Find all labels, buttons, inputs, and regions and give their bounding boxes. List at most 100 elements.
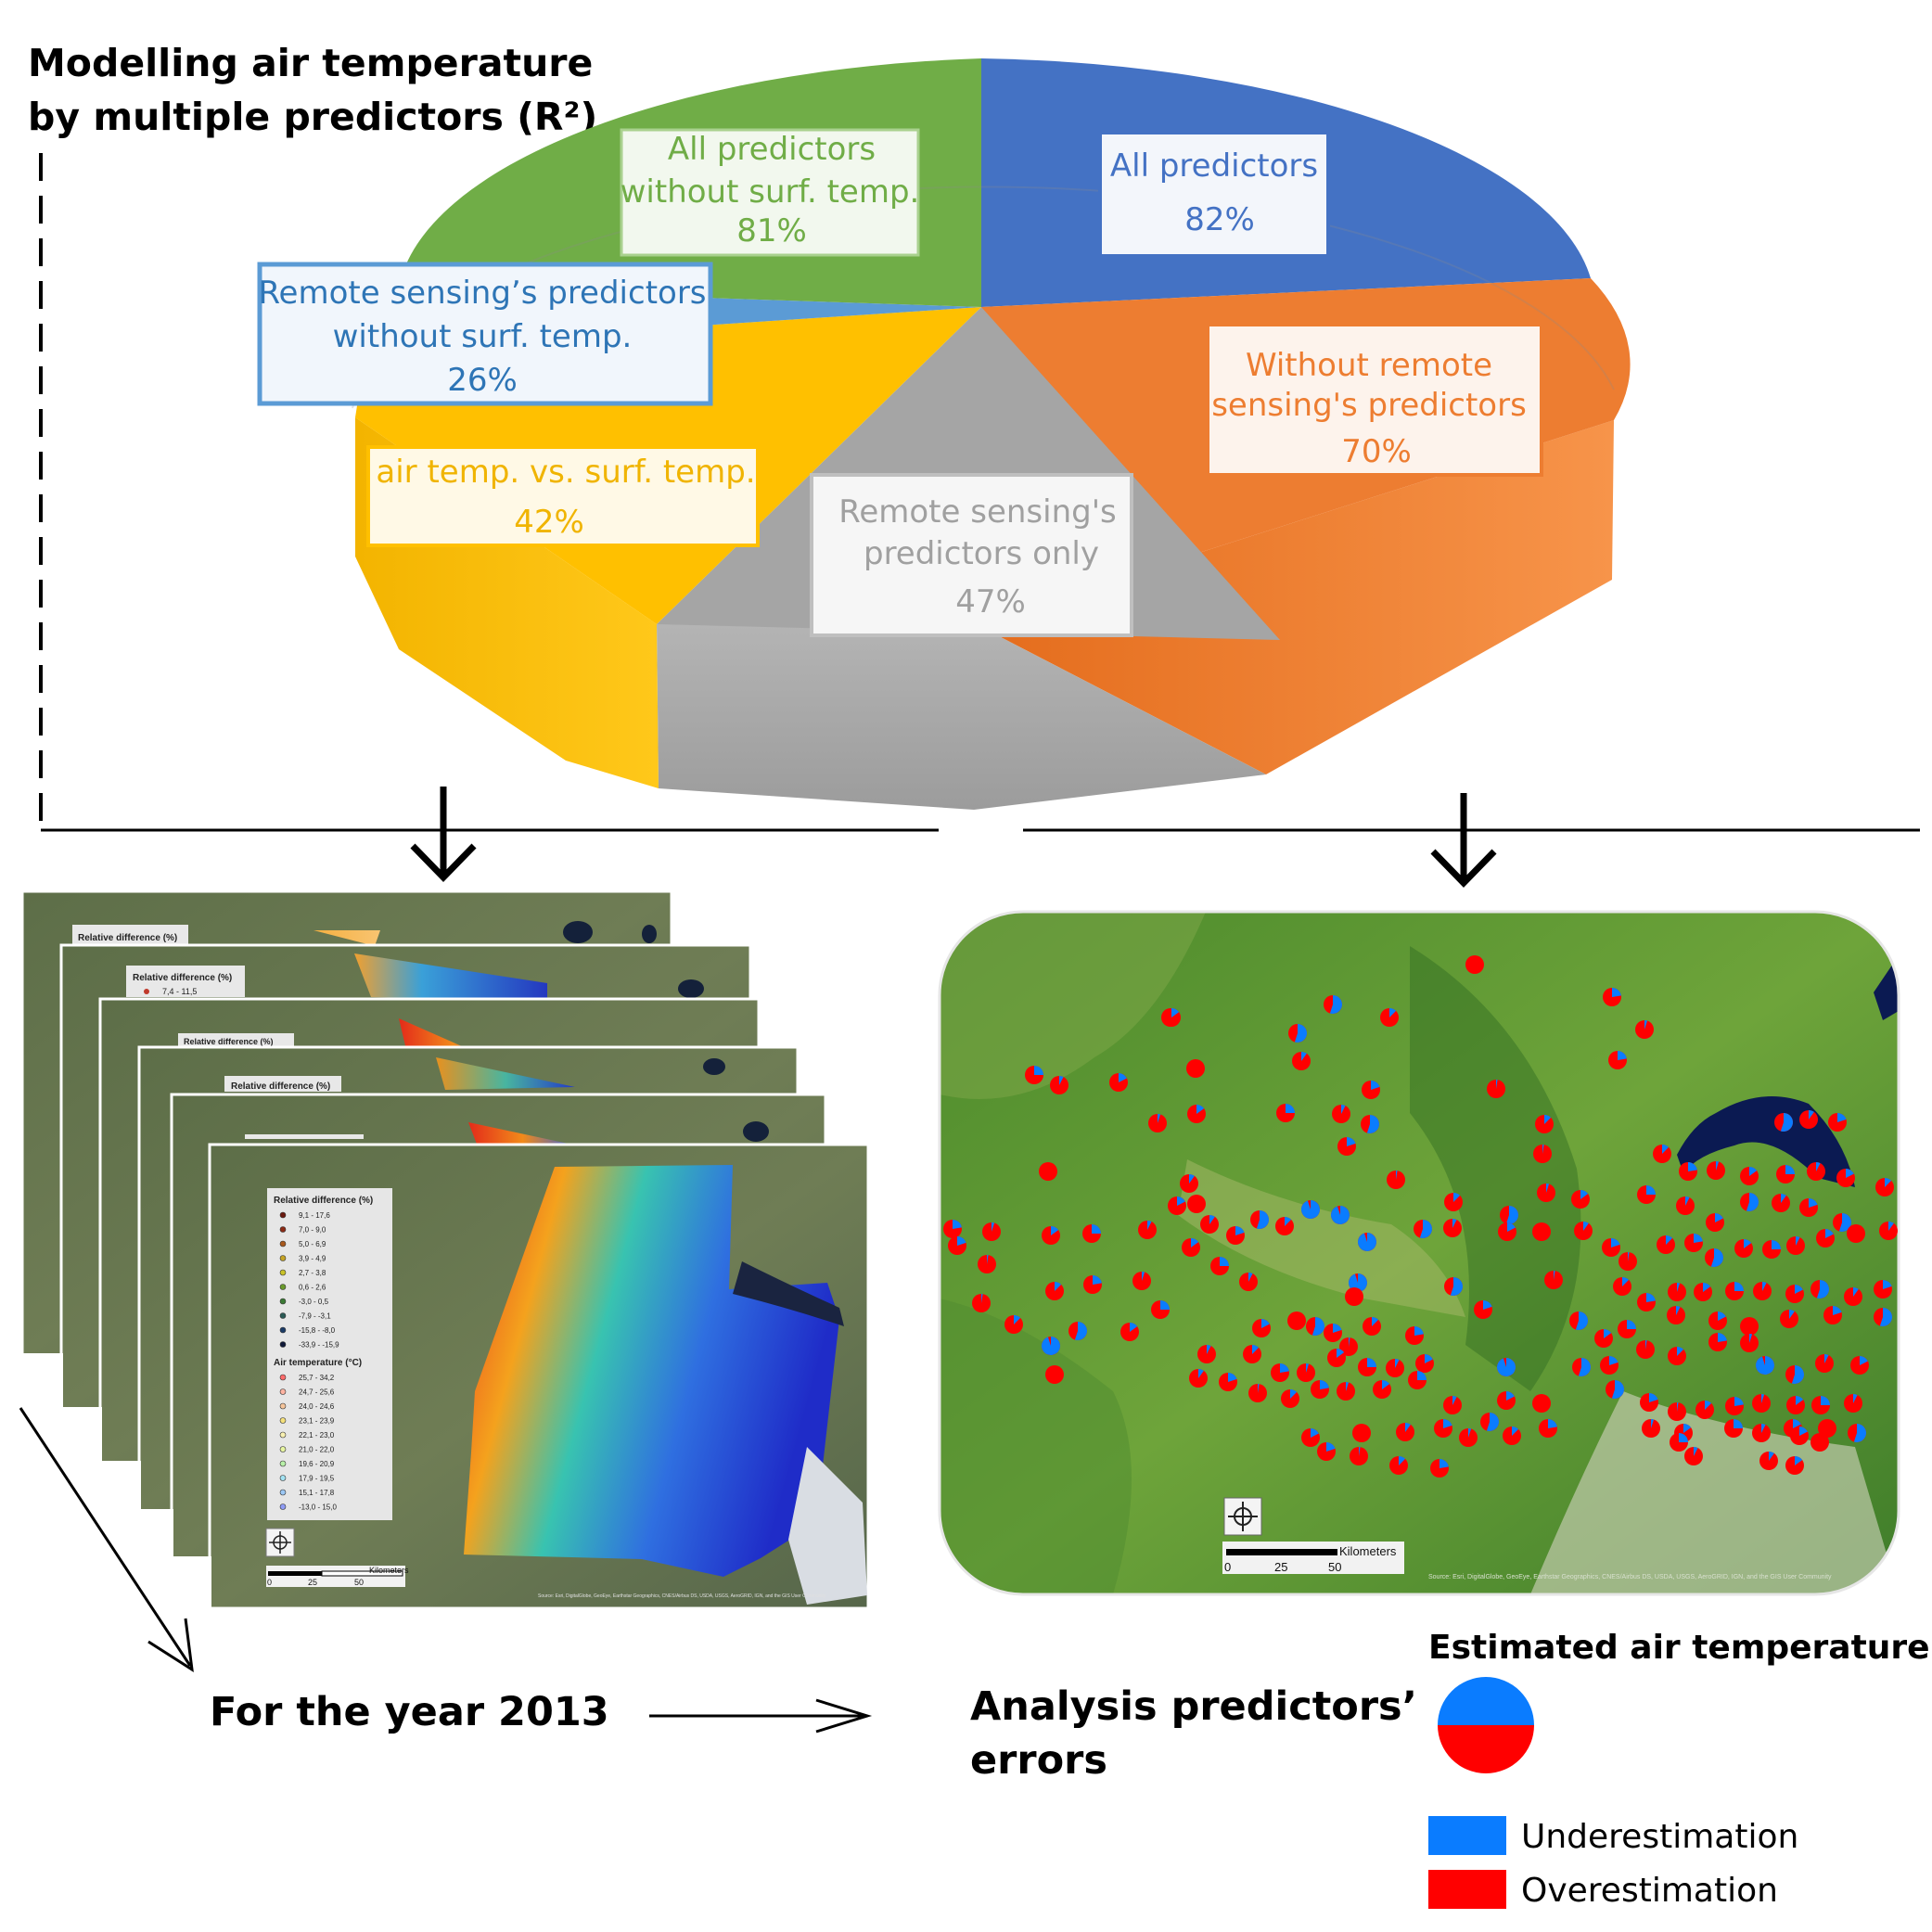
station-marker xyxy=(1045,1365,1064,1384)
station-marker-underestimation xyxy=(1443,1419,1452,1428)
station-map-scale-tick-25: 25 xyxy=(1274,1560,1287,1574)
terrain-patch-1 xyxy=(940,912,1206,1099)
lake-neuchatel xyxy=(1874,955,1899,1020)
station-marker-underestimation xyxy=(1809,1110,1814,1120)
legend-under-label: Underestimation xyxy=(1521,1818,1798,1856)
relative-difference-class-label: 3,9 - 4,9 xyxy=(299,1255,326,1263)
station-marker-underestimation xyxy=(1453,1193,1461,1202)
station-marker-underestimation xyxy=(1762,1282,1767,1291)
pie-side-grey xyxy=(657,624,1266,810)
map-front-legend-title2: Air temperature (°C) xyxy=(274,1358,362,1368)
station-marker-underestimation xyxy=(1756,1356,1775,1375)
relative-difference-class-dot xyxy=(279,1255,287,1261)
station-map-scale-tick-50: 50 xyxy=(1328,1560,1341,1574)
station-marker-underestimation xyxy=(1496,1080,1498,1089)
down-arrow-left xyxy=(410,787,477,883)
station-marker-underestimation xyxy=(1286,1104,1295,1113)
map-sheet-1-legend-title: Relative difference (%) xyxy=(78,933,177,943)
station-marker-underestimation xyxy=(1679,1433,1688,1442)
map-front-lake xyxy=(733,1261,844,1326)
map-sheet-1-lake xyxy=(563,921,593,943)
analysis-label-line1: Analysis predictors’ xyxy=(970,1683,1417,1730)
station-map-scale-tick-0: 0 xyxy=(1224,1560,1231,1574)
station-marker-underestimation xyxy=(1578,1358,1592,1377)
station-marker-underestimation xyxy=(1666,1235,1673,1245)
map-front-alps xyxy=(788,1447,867,1605)
map-front-scale-tick-0: 0 xyxy=(267,1578,272,1587)
station-marker-underestimation xyxy=(1348,1273,1367,1292)
station-marker-underestimation xyxy=(1483,1300,1492,1310)
station-marker-underestimation xyxy=(1330,1206,1350,1224)
relative-difference-class-label: 9,1 - 17,6 xyxy=(299,1211,330,1220)
station-marker-underestimation xyxy=(1795,1285,1803,1294)
error-legend: Estimated air temperature Underestimatio… xyxy=(1428,1629,1930,1910)
station-marker-underestimation xyxy=(1142,1272,1145,1281)
station-marker-underestimation xyxy=(1799,1427,1808,1436)
map-front-legend-items1: 9,1 - 17,67,0 - 9,05,0 - 6,93,9 - 4,92,7… xyxy=(279,1211,339,1350)
station-marker-underestimation xyxy=(1256,1210,1269,1229)
station-marker-underestimation xyxy=(1507,1222,1516,1232)
station-marker xyxy=(1740,1317,1759,1336)
map-front-scale-tick-25: 25 xyxy=(308,1578,317,1587)
station-marker-underestimation xyxy=(1372,1317,1379,1326)
station-marker-underestimation xyxy=(1452,1219,1457,1228)
map-sheet-1-wedge xyxy=(313,930,380,946)
station-marker-underestimation xyxy=(981,1294,983,1303)
station-marker-underestimation xyxy=(1544,1115,1552,1124)
station-marker-underestimation xyxy=(1349,1337,1350,1347)
station-marker-underestimation xyxy=(1618,1051,1627,1060)
relative-difference-class-label: 0,6 - 2,6 xyxy=(299,1284,326,1292)
station-marker-underestimation xyxy=(1677,1402,1679,1412)
station-marker-underestimation xyxy=(1604,1328,1612,1338)
map-sheet-4-lake xyxy=(703,1058,725,1075)
station-marker-underestimation xyxy=(1718,1311,1726,1321)
station-map-north-arrow-icon xyxy=(1223,1497,1262,1536)
station-marker-underestimation xyxy=(1580,1190,1589,1199)
station-marker-underestimation xyxy=(1718,1333,1727,1342)
station-marker-underestimation xyxy=(1074,1322,1087,1340)
station-marker-underestimation xyxy=(1396,1171,1398,1180)
station-marker-underestimation xyxy=(1749,1334,1753,1343)
station-marker-underestimation xyxy=(1860,1356,1868,1365)
label-without-remote: Without remote sensing's predictors 70% xyxy=(1206,323,1543,477)
diagonal-arrow xyxy=(19,1407,194,1672)
station-marker-underestimation xyxy=(1389,1008,1397,1017)
station-map: Kilometers 0 25 50 Source: Esri, Digital… xyxy=(938,910,1900,1596)
air-temperature-class-label: 21,0 - 22,0 xyxy=(299,1446,335,1454)
pie-side-orange xyxy=(976,420,1614,774)
station-marker-underestimation xyxy=(1329,995,1342,1014)
air-temperature-class-label: 24,7 - 25,6 xyxy=(299,1388,335,1397)
station-marker-underestimation xyxy=(1734,1282,1744,1291)
terrain-patch-2 xyxy=(1410,946,1581,1391)
station-marker-underestimation xyxy=(1744,1239,1752,1248)
station-marker-underestimation xyxy=(1651,1419,1655,1428)
station-marker-underestimation xyxy=(1382,1380,1390,1389)
station-marker-underestimation xyxy=(1228,1373,1237,1382)
legend-over-swatch xyxy=(1428,1870,1506,1909)
station-marker-underestimation xyxy=(1290,1389,1298,1399)
station-marker-underestimation xyxy=(1628,1252,1630,1261)
station-marker-underestimation xyxy=(1366,1115,1379,1134)
station-marker-underestimation xyxy=(1191,1238,1199,1247)
station-marker xyxy=(1345,1287,1363,1306)
relative-difference-class-dot xyxy=(279,1240,287,1247)
station-marker xyxy=(1847,1224,1865,1243)
analysis-label-line2: errors xyxy=(970,1737,1107,1784)
map-sheet-5-lake xyxy=(743,1121,769,1142)
air-temperature-class-label: 15,1 - 17,8 xyxy=(299,1489,335,1497)
terrain-patch-4 xyxy=(940,1299,1132,1594)
station-marker-underestimation xyxy=(1769,1452,1774,1461)
label-rs-without-surf-value: 26% xyxy=(447,362,518,399)
map-front-scale-label: Kilometers xyxy=(369,1566,409,1575)
station-marker-underestimation xyxy=(1622,1277,1630,1286)
air-temperature-class-label: 17,9 - 19,5 xyxy=(299,1475,335,1483)
station-marker-underestimation xyxy=(1662,1145,1670,1154)
station-marker-underestimation xyxy=(1846,1169,1854,1178)
station-marker-underestimation xyxy=(1611,1238,1620,1247)
station-marker-underestimation xyxy=(1734,1397,1744,1406)
station-marker-underestimation xyxy=(1879,1308,1892,1326)
station-marker-underestimation xyxy=(1715,1213,1723,1222)
station-marker-underestimation xyxy=(1055,1282,1062,1291)
station-marker-underestimation xyxy=(1450,1277,1463,1296)
label-air-vs-surf-title: air temp. vs. surf. temp. xyxy=(376,454,755,491)
